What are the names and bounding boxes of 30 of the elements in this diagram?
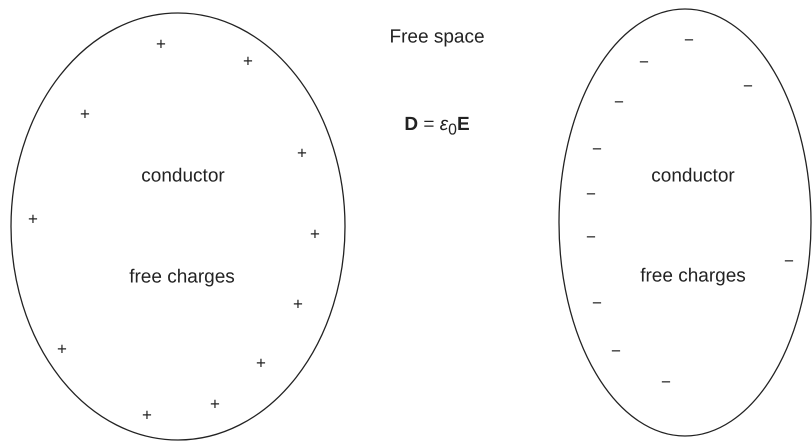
charge-sign: − [592, 294, 602, 314]
charge-sign: + [57, 340, 67, 360]
charge-sign: + [80, 106, 90, 124]
charge-sign: − [592, 140, 602, 160]
charge-sign: + [156, 36, 166, 54]
charge-sign: − [586, 228, 596, 248]
charge-sign: − [684, 32, 694, 50]
formula-label: D = ε$_{0}$E [404, 114, 470, 140]
charges-label: free charges [640, 266, 746, 288]
charge-sign: − [614, 94, 624, 112]
charge-sign: + [293, 296, 303, 314]
charge-sign: + [28, 210, 38, 230]
charge-sign: + [256, 354, 266, 374]
charge-sign: + [297, 144, 307, 164]
charge-sign: − [639, 54, 649, 72]
heading-label: Free space [389, 28, 485, 48]
charge-sign: − [743, 78, 753, 96]
region-label: conductor [141, 166, 225, 188]
charge-sign: − [784, 252, 794, 272]
charge-sign: − [611, 342, 621, 362]
charge-sign: + [142, 406, 152, 426]
region-label: conductor [651, 166, 735, 188]
charge-sign: − [586, 186, 596, 204]
charge-sign: + [210, 396, 220, 414]
charge-sign: + [243, 52, 253, 72]
charge-sign: + [310, 226, 320, 244]
conductor-ellipse [558, 8, 812, 437]
conductor-ellipse [10, 12, 346, 441]
charge-sign: − [661, 374, 671, 392]
charges-label: free charges [129, 268, 235, 288]
